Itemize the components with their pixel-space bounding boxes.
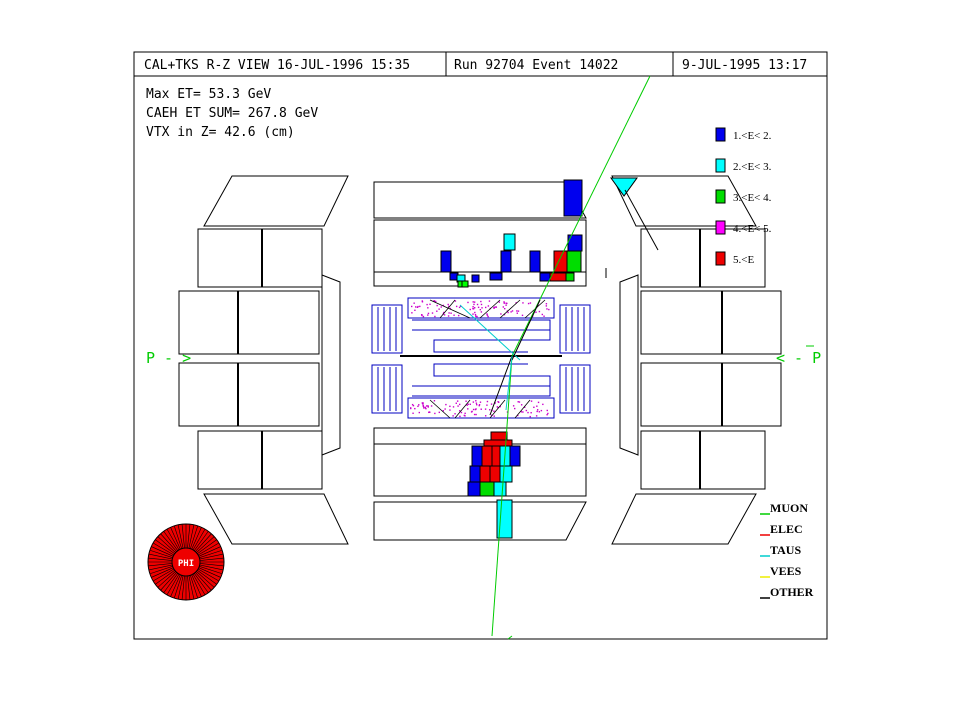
event-date: 9-JUL-1995 13:17 [682,58,807,73]
caeh-sum: CAEH ET SUM= 267.8 GeV [146,106,318,121]
max-et: Max ET= 53.3 GeV [146,87,271,102]
track-type-legend: MUON ELEC TAUS VEES OTHER [760,501,814,599]
track-legend-label: OTHER [770,585,814,599]
tracker-hits [410,299,550,419]
vertex-z: VTX in Z= 42.6 (cm) [146,125,295,140]
energy-legend-swatch [715,251,726,266]
left-endcap [178,175,349,545]
energy-legend-label: 2.<E< 3. [733,161,772,173]
event-info: Max ET= 53.3 GeV CAEH ET SUM= 267.8 GeV … [146,87,318,140]
track-legend-label: TAUS [770,543,801,557]
run-event: Run 92704 Event 14022 [454,58,618,73]
track-legend-label: ELEC [770,522,803,536]
phi-disc: PHI [147,523,225,601]
muon-tracks [459,75,659,637]
energy-legend-swatch [715,127,726,142]
track-legend-label: VEES [770,564,802,578]
central-muon [373,181,587,541]
beam-left-label: P - > [146,349,191,367]
display-frame [133,51,828,640]
energy-legend-label: 3.<E< 4. [733,192,772,204]
energy-legend: 1.<E< 2. 2.<E< 3. 3.<E< 4. 4.<E< 5. 5.<E [715,127,772,266]
beam-right-label: < - P [776,349,821,367]
right-endcap [611,175,782,545]
track-legend-label: MUON [770,501,808,515]
view-title: CAL+TKS R-Z VIEW 16-JUL-1996 15:35 [144,58,410,73]
energy-legend-swatch [715,220,726,235]
energy-legend-swatch [715,189,726,204]
tracker [371,297,591,419]
energy-legend-label: 4.<E< 5. [733,223,772,235]
energy-legend-swatch [715,158,726,173]
energy-legend-label: 5.<E [733,254,754,266]
beam-labels: P - > < - P [146,345,821,367]
phi-label: PHI [178,559,194,569]
energy-legend-label: 1.<E< 2. [733,130,772,142]
header-bar: CAL+TKS R-Z VIEW 16-JUL-1996 15:35 Run 9… [134,52,827,77]
